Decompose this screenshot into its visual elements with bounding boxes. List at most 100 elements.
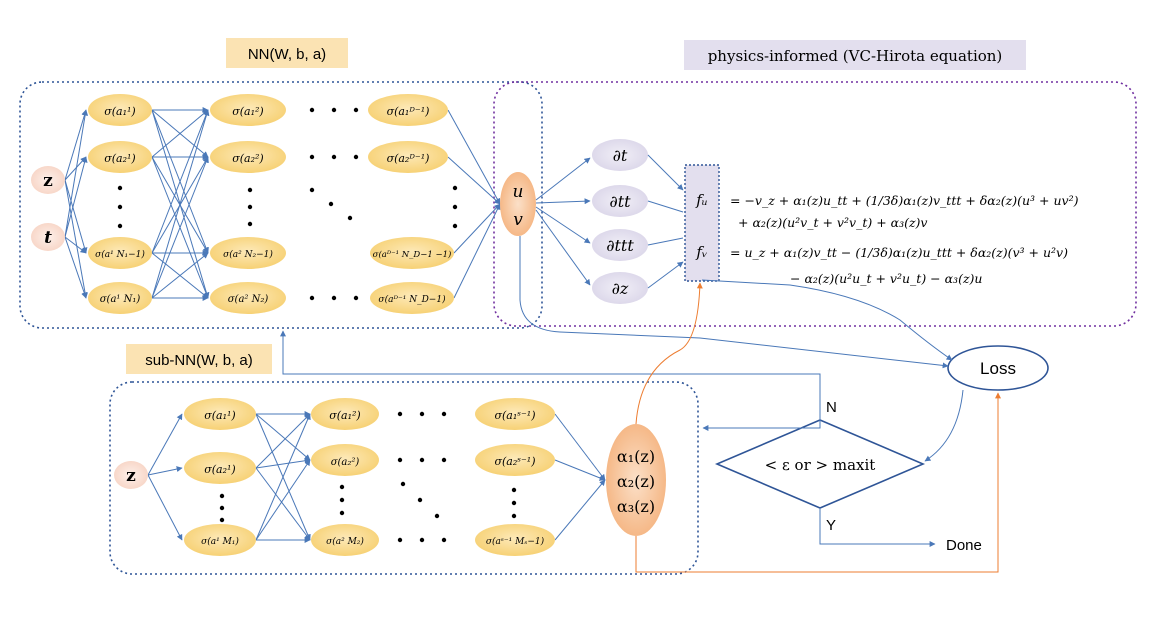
svg-text:α₁(z): α₁(z) — [617, 447, 655, 466]
svg-text:∂ttt: ∂ttt — [606, 236, 634, 255]
main-col3-node-1: σ(a₁ᴰ⁻¹) — [368, 94, 448, 126]
deriv-ttt-node: ∂ttt — [592, 229, 648, 261]
hidden-edge — [151, 109, 210, 299]
svg-text:fᵤ: fᵤ — [695, 191, 708, 209]
main-col3-node-4: σ(aᴰ⁻¹ N_D−1) — [370, 282, 454, 314]
main-col1-node-2: σ(a₂¹) — [88, 141, 152, 173]
svg-text:σ(aᴰ⁻¹ N_D−1): σ(aᴰ⁻¹ N_D−1) — [378, 294, 446, 305]
main-nn-ellipsis-dots — [117, 107, 458, 301]
main-nn-connections — [64, 107, 501, 301]
sub-output-edge — [554, 413, 606, 481]
physics-frame — [493, 81, 1137, 327]
input-edge — [64, 236, 87, 254]
input-z-node: z — [31, 166, 65, 194]
svg-text:σ(a² N₂): σ(a² N₂) — [228, 294, 269, 305]
svg-text:σ(a² N₂−1): σ(a² N₂−1) — [223, 249, 273, 260]
svg-text:σ(a₂²): σ(a₂²) — [331, 457, 360, 468]
main-col1-node-1: σ(a₁¹) — [88, 94, 152, 126]
derivative-connections — [535, 154, 684, 289]
sub-input-edge — [147, 413, 183, 476]
equations: = −v_z + α₁(z)u_tt + (1/3δ)α₁(z)v_ttt + … — [730, 193, 1079, 286]
svg-text:< ε or > maxit: < ε or > maxit — [765, 456, 876, 474]
main-col2-node-1: σ(a₁²) — [210, 94, 286, 126]
hidden-edge — [151, 156, 209, 299]
flow-connections — [280, 236, 964, 547]
sub-nn-ellipsis-dots — [219, 411, 517, 543]
main-col3-node-3: σ(aᴰ⁻¹ N_D−1 −1) — [370, 237, 454, 269]
eq-fu-line1: = −v_z + α₁(z)u_tt + (1/3δ)α₁(z)v_ttt + … — [730, 193, 1079, 208]
sub-input-edge — [147, 474, 183, 541]
svg-text:z: z — [43, 171, 53, 191]
svg-text:α₃(z): α₃(z) — [617, 497, 655, 516]
alpha-output-node: α₁(z) α₂(z) α₃(z) — [606, 424, 666, 536]
main-col2-node-2: σ(a₂²) — [210, 141, 286, 173]
main-col2-node-4: σ(a² N₂) — [210, 282, 286, 314]
input-edge — [64, 109, 89, 238]
sub-col3-node-2: σ(a₂ˢ⁻¹) — [475, 444, 555, 476]
condition-diamond: < ε or > maxit — [714, 419, 926, 509]
done-label: Done — [946, 537, 982, 554]
svg-text:Loss: Loss — [980, 359, 1016, 378]
svg-text:σ(a₁²): σ(a₁²) — [329, 409, 360, 422]
sub-input-edge — [147, 466, 183, 476]
svg-text:σ(a² M₂): σ(a² M₂) — [326, 536, 364, 547]
sub-col2-node-2: σ(a₂²) — [311, 444, 379, 476]
sub-input-z-node: z — [114, 461, 148, 489]
sub-output-edge — [554, 479, 606, 541]
svg-text:NN(W, b, a): NN(W, b, a) — [248, 46, 326, 63]
sub-nn-connections — [147, 411, 606, 543]
deriv-tt-node: ∂tt — [592, 185, 648, 217]
svg-text:v: v — [513, 210, 523, 230]
yes-label: Y — [826, 517, 836, 534]
svg-text:σ(a₂¹): σ(a₂¹) — [204, 463, 235, 476]
output-edge — [453, 203, 501, 254]
svg-text:σ(a¹ N₁): σ(a¹ N₁) — [100, 294, 141, 305]
svg-text:σ(a₁¹): σ(a₁¹) — [104, 105, 135, 118]
svg-text:σ(a₁ˢ⁻¹): σ(a₁ˢ⁻¹) — [495, 409, 536, 422]
sub-col2-node-3: σ(a² M₂) — [311, 524, 379, 556]
sub-nn-frame — [109, 381, 699, 575]
sub-hidden-edge — [255, 413, 311, 541]
svg-text:σ(aˢ⁻¹ Mₛ−1): σ(aˢ⁻¹ Mₛ−1) — [486, 536, 545, 547]
svg-text:t: t — [44, 228, 52, 248]
output-uv-node: u v — [500, 172, 536, 236]
svg-text:fᵥ: fᵥ — [695, 243, 707, 261]
sub-col1-node-3: σ(a¹ M₁) — [184, 524, 256, 556]
output-edge — [447, 156, 501, 205]
svg-text:σ(a₁ᴰ⁻¹): σ(a₁ᴰ⁻¹) — [387, 105, 430, 118]
svg-text:σ(a₂¹): σ(a₂¹) — [104, 152, 135, 165]
subnn-title: sub-NN(W, b, a) — [126, 344, 272, 374]
sub-col1-node-2: σ(a₂¹) — [184, 452, 256, 484]
deriv-z-node: ∂z — [592, 272, 648, 304]
input-edge — [64, 179, 89, 299]
main-col1-node-4: σ(a¹ N₁) — [88, 282, 152, 314]
input-edge — [64, 236, 88, 299]
sub-col3-node-1: σ(a₁ˢ⁻¹) — [475, 398, 555, 430]
svg-text:σ(a₁¹): σ(a₁¹) — [204, 409, 235, 422]
svg-text:α₂(z): α₂(z) — [617, 472, 655, 491]
input-edge — [64, 179, 88, 254]
input-t-node: t — [31, 223, 65, 251]
sub-col1-node-1: σ(a₁¹) — [184, 398, 256, 430]
sub-hidden-edge — [255, 413, 311, 469]
svg-text:∂t: ∂t — [613, 146, 628, 165]
input-edge — [64, 109, 88, 181]
sub-hidden-edge — [255, 467, 311, 541]
sub-col2-node-1: σ(a₁²) — [311, 398, 379, 430]
nn-title: NN(W, b, a) — [226, 38, 348, 68]
svg-text:σ(a₁²): σ(a₁²) — [232, 105, 263, 118]
hidden-edge — [151, 109, 209, 254]
hidden-edge — [151, 252, 209, 299]
hidden-edge — [151, 109, 209, 158]
svg-text:σ(a₂²): σ(a₂²) — [232, 152, 263, 165]
output-edge — [453, 203, 501, 299]
main-col3-node-2: σ(a₂ᴰ⁻¹) — [368, 141, 448, 173]
sub-hidden-edge — [255, 413, 311, 461]
sub-output-edge — [554, 459, 606, 481]
sub-col3-node-3: σ(aˢ⁻¹ Mₛ−1) — [475, 524, 555, 556]
loss-node: Loss — [947, 345, 1049, 391]
sub-hidden-edge — [255, 459, 311, 541]
residual-box: fᵤ fᵥ — [684, 164, 720, 282]
svg-text:∂z: ∂z — [612, 279, 629, 298]
